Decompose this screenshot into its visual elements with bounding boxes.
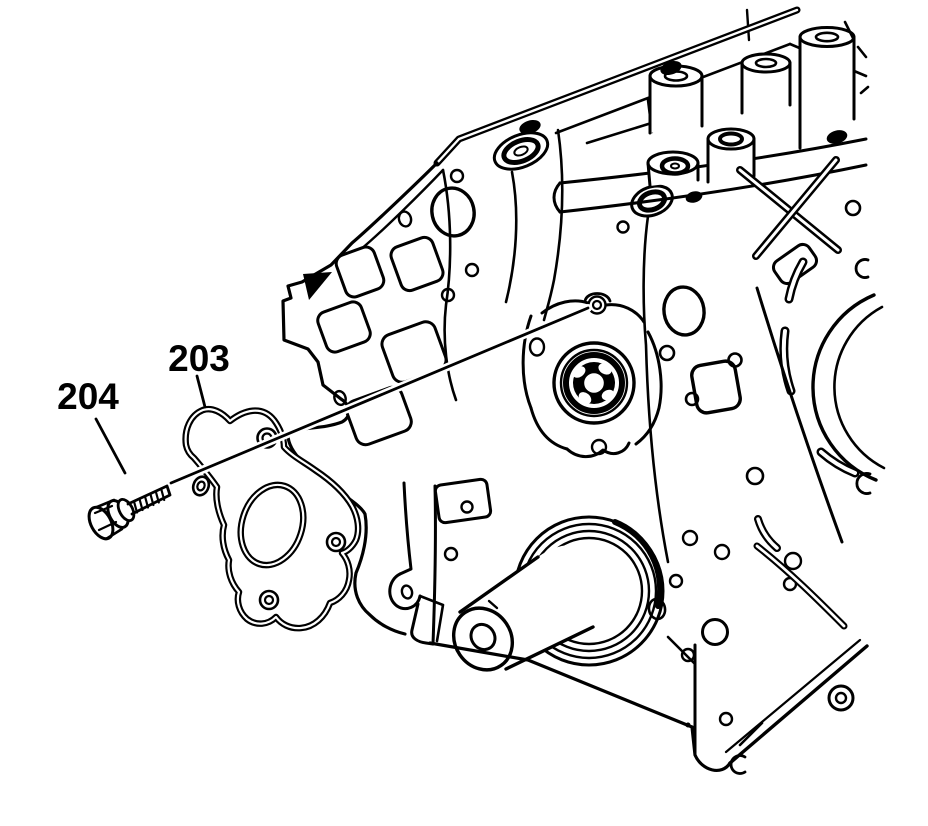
ear-bolt-hole	[333, 389, 347, 407]
head-bolt-boss-front-left	[646, 150, 700, 188]
bolt-204	[87, 484, 172, 541]
cylinder-tower-rear-mid	[740, 52, 792, 115]
deck-bolt-hole	[660, 60, 682, 76]
lower-left-leg	[388, 477, 493, 646]
cam-bore-seal-seat-front	[630, 184, 674, 218]
bolt-threads	[132, 487, 166, 514]
gasket-203	[182, 405, 362, 632]
engine-block-illustration	[281, 6, 886, 775]
cam-bore-seal-seat-left	[492, 131, 550, 171]
bottom-rail	[428, 529, 869, 775]
leader-204	[94, 417, 127, 475]
cylinder-tower-rear-left	[648, 64, 704, 135]
deck-bolt-hole	[685, 191, 703, 203]
pump-mount-flange	[521, 292, 663, 459]
deck-bolt-hole	[519, 119, 541, 135]
leader-203	[195, 374, 207, 409]
callout-label-204: 204	[57, 376, 119, 417]
bolt-hole-target	[587, 295, 607, 315]
cylinder-tower-rear-right	[798, 26, 856, 150]
leader-lines	[94, 304, 592, 487]
deck-bolt-hole	[826, 130, 848, 144]
callout-label-203: 203	[168, 338, 230, 379]
front-face-port	[430, 186, 476, 238]
bolt-axis-leader	[169, 306, 590, 485]
